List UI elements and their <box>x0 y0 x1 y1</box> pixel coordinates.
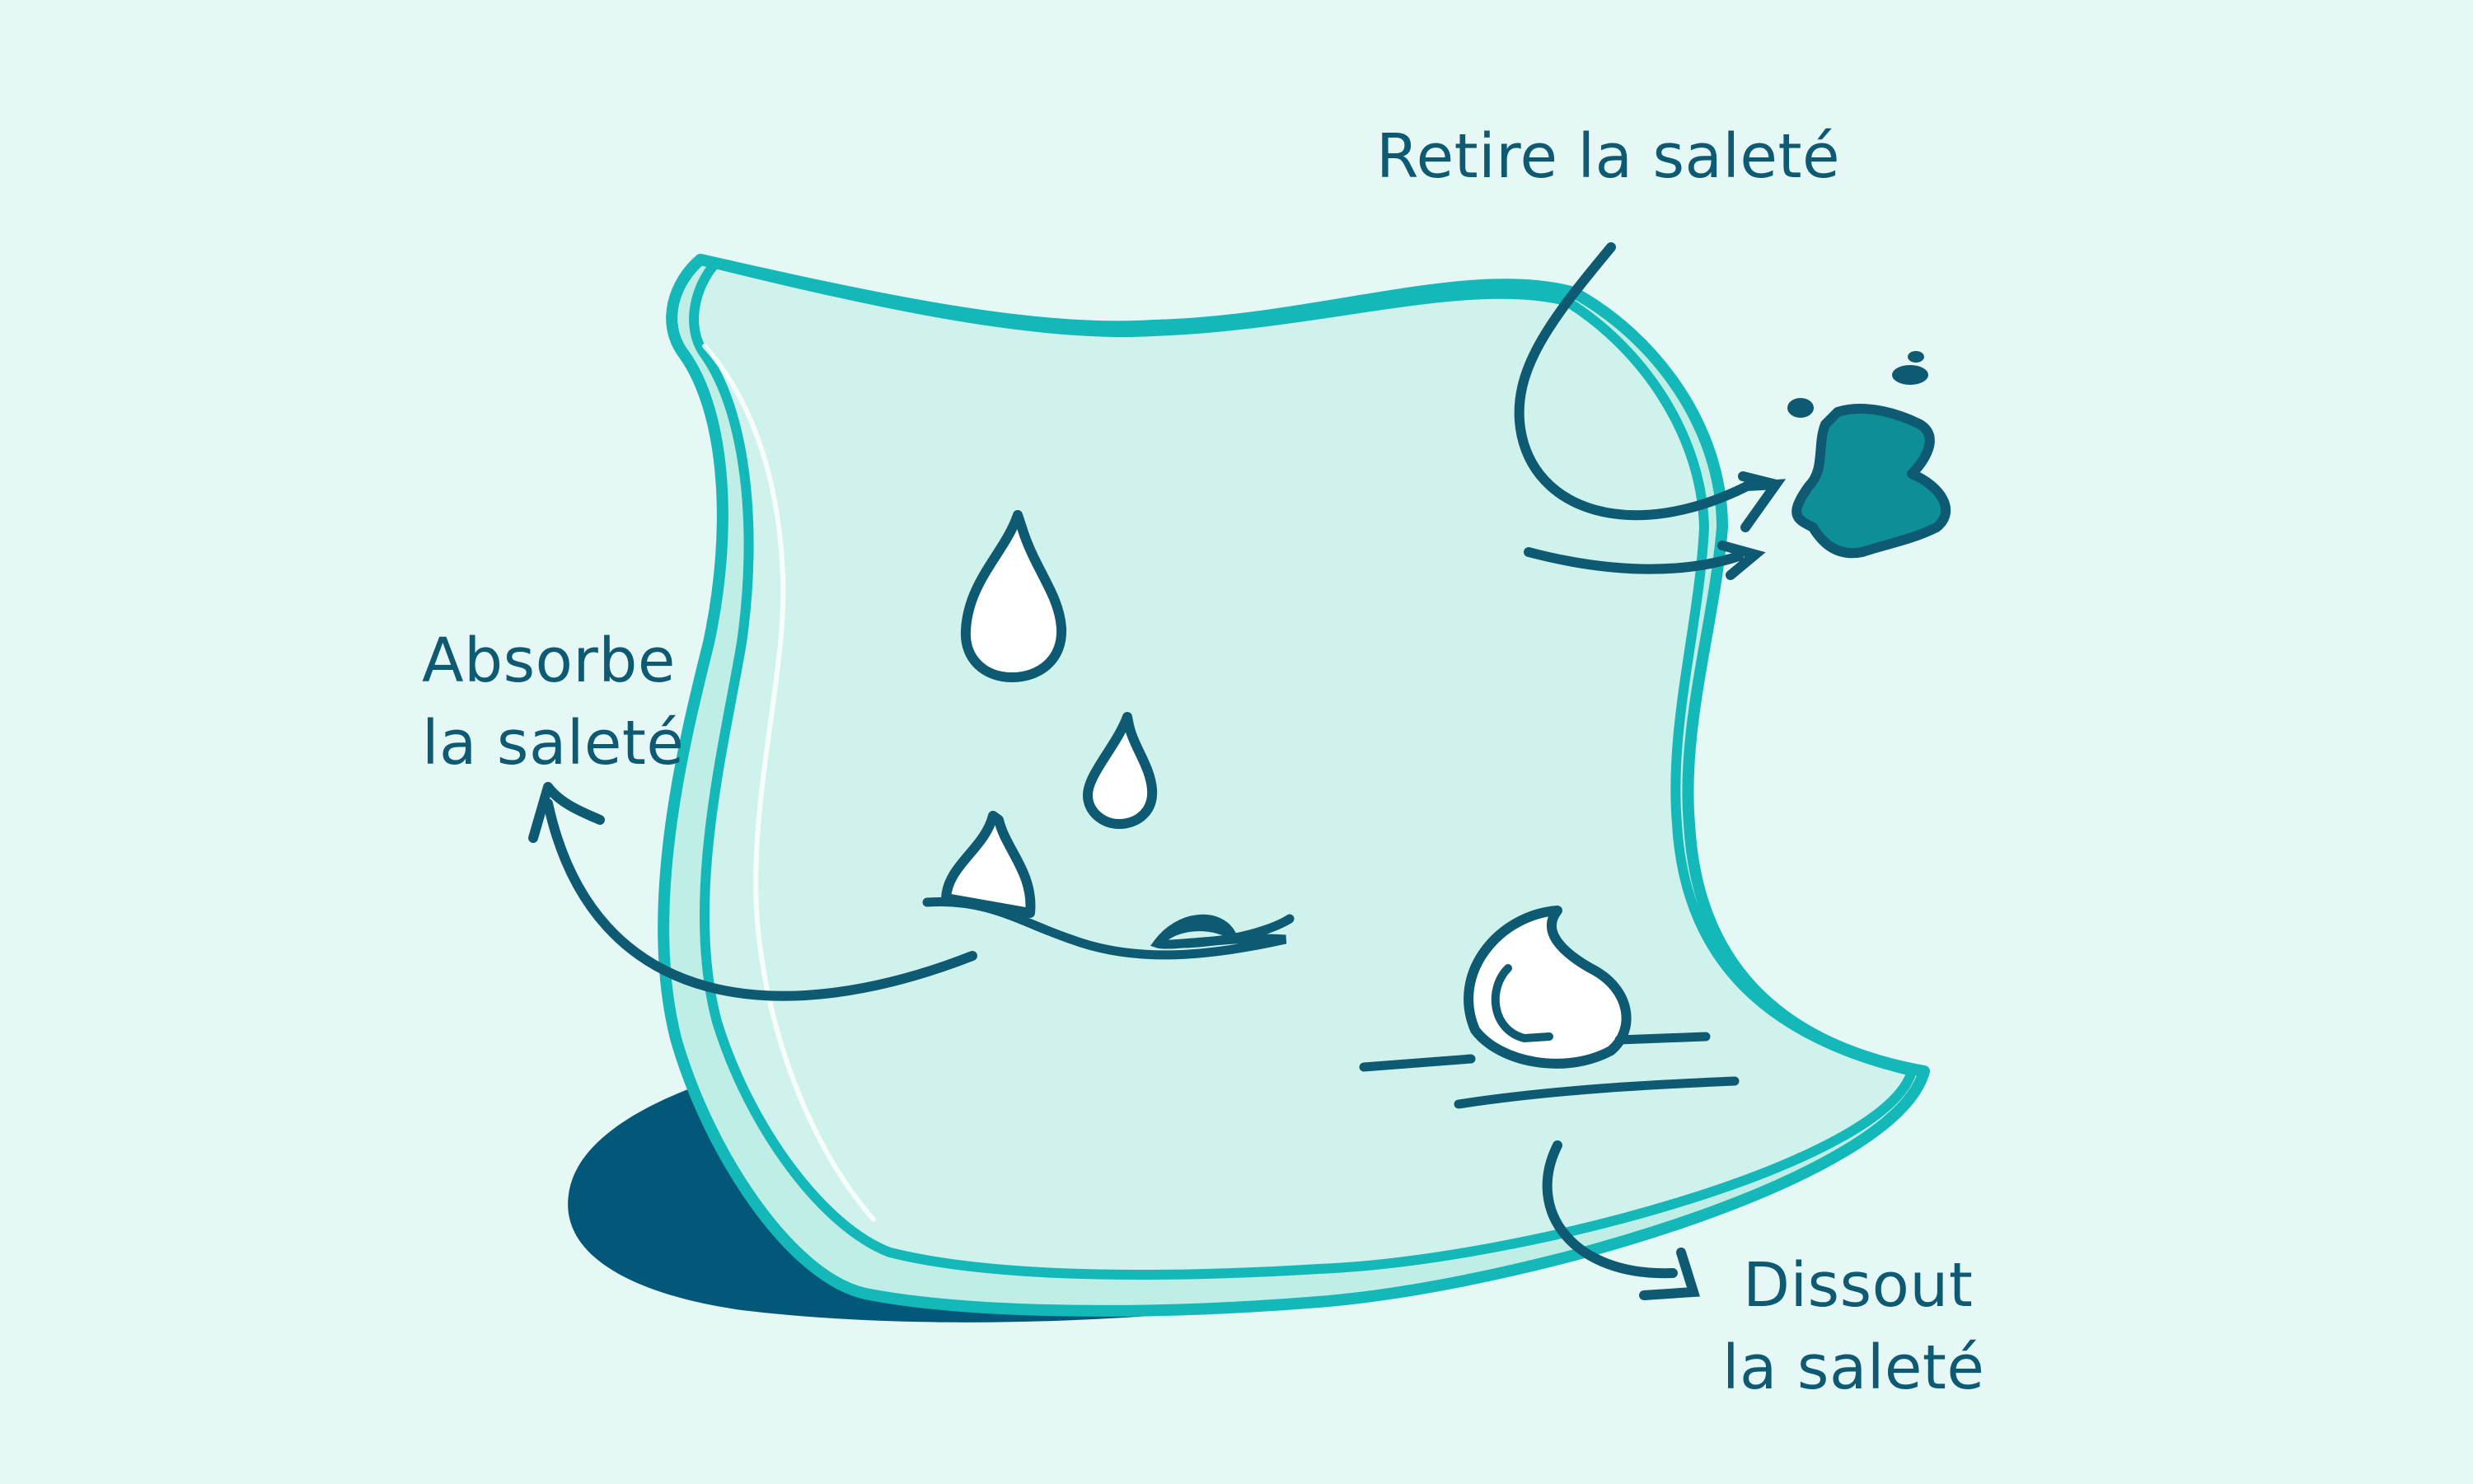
dissolve-line <box>1359 1032 1740 1109</box>
water-drop-icon <box>941 811 1036 918</box>
label-dissout-line2: la saleté <box>1722 1332 1985 1403</box>
arrow-icon <box>528 782 977 1001</box>
water-drop-icon <box>960 510 1067 682</box>
water-drop-icon <box>1464 906 1632 1069</box>
label-retire: Retire la saleté <box>1376 121 1840 192</box>
wipe-edge-highlight <box>702 344 876 1222</box>
label-absorbe-line1: Absorbe <box>422 625 676 696</box>
arrow-icon <box>1514 242 1787 532</box>
water-drop-icon <box>1083 712 1158 829</box>
wipe-front-layer <box>689 259 1917 1280</box>
arrow-icon <box>1542 1140 1700 1300</box>
label-absorbe-line2: la saleté <box>422 708 685 779</box>
dirt-splat-icon <box>1787 351 1951 559</box>
label-dissout-line1: Dissout <box>1743 1250 1974 1321</box>
arrow-icon <box>1524 541 1766 580</box>
